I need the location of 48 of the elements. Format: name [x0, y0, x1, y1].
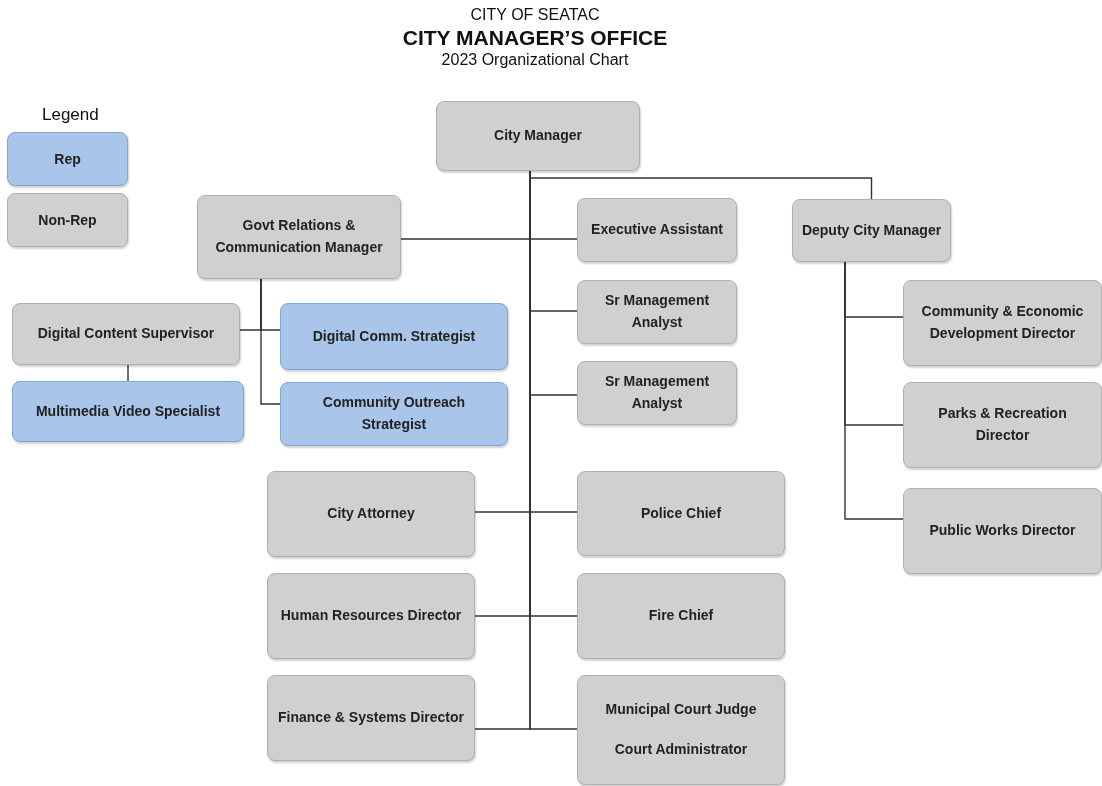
node-label: Police Chief	[640, 503, 722, 523]
node-label: Court Administrator	[614, 740, 748, 760]
position-box	[577, 675, 785, 785]
connector-line	[260, 278, 281, 405]
position-box	[792, 199, 951, 262]
node-label: Parks & Recreation Director	[937, 404, 1068, 445]
position-box	[436, 101, 640, 171]
subtitle: 2023 Organizational Chart	[440, 51, 630, 69]
node-label: Municipal Court Judge	[605, 699, 757, 719]
legend-label: Rep	[54, 151, 81, 167]
node-label: Fire Chief	[648, 606, 714, 626]
node-label: Deputy City Manager	[801, 220, 942, 240]
position-box	[903, 488, 1102, 574]
position-box	[577, 471, 785, 556]
node-label: Executive Assistant	[591, 220, 723, 240]
node-label: Sr Management Analyst	[603, 372, 711, 413]
position-box	[903, 382, 1102, 468]
node-label: Community & Economic Development Director	[920, 302, 1085, 343]
position-box	[267, 675, 475, 761]
node-label: Digital Comm. Strategist	[312, 326, 476, 346]
position-box	[577, 198, 737, 262]
node-label: City Manager	[494, 126, 582, 146]
legend-label: Non-Rep	[38, 212, 97, 228]
position-box	[903, 280, 1102, 366]
position-box	[577, 280, 737, 344]
node-label: Public Works Director	[929, 521, 1076, 541]
node-label: Digital Content Supervisor	[37, 324, 215, 344]
position-box	[267, 573, 475, 659]
position-box	[12, 303, 240, 365]
connector-line	[844, 261, 904, 520]
position-box	[197, 195, 401, 279]
node-label: Sr Management Analyst	[603, 291, 711, 332]
node-label: Human Resources Director	[280, 606, 462, 626]
position-box	[267, 471, 475, 557]
subtitle: CITY OF SEATAC	[469, 6, 601, 24]
node-label: Govt Relations & Communication Manager	[214, 216, 384, 257]
chart-title: CITY MANAGER’S OFFICE	[401, 26, 669, 50]
position-box	[280, 382, 508, 446]
position-box	[577, 573, 785, 659]
node-label: Finance & Systems Director	[278, 708, 464, 728]
legend-heading: Legend	[42, 105, 99, 125]
node-label: Multimedia Video Specialist	[35, 401, 221, 421]
node-label: Community Outreach Strategist	[321, 393, 467, 434]
position-box	[577, 361, 737, 425]
position-box	[280, 303, 508, 370]
node-label: City Attorney	[327, 504, 415, 524]
position-box	[12, 381, 244, 442]
connector-line	[127, 364, 129, 382]
